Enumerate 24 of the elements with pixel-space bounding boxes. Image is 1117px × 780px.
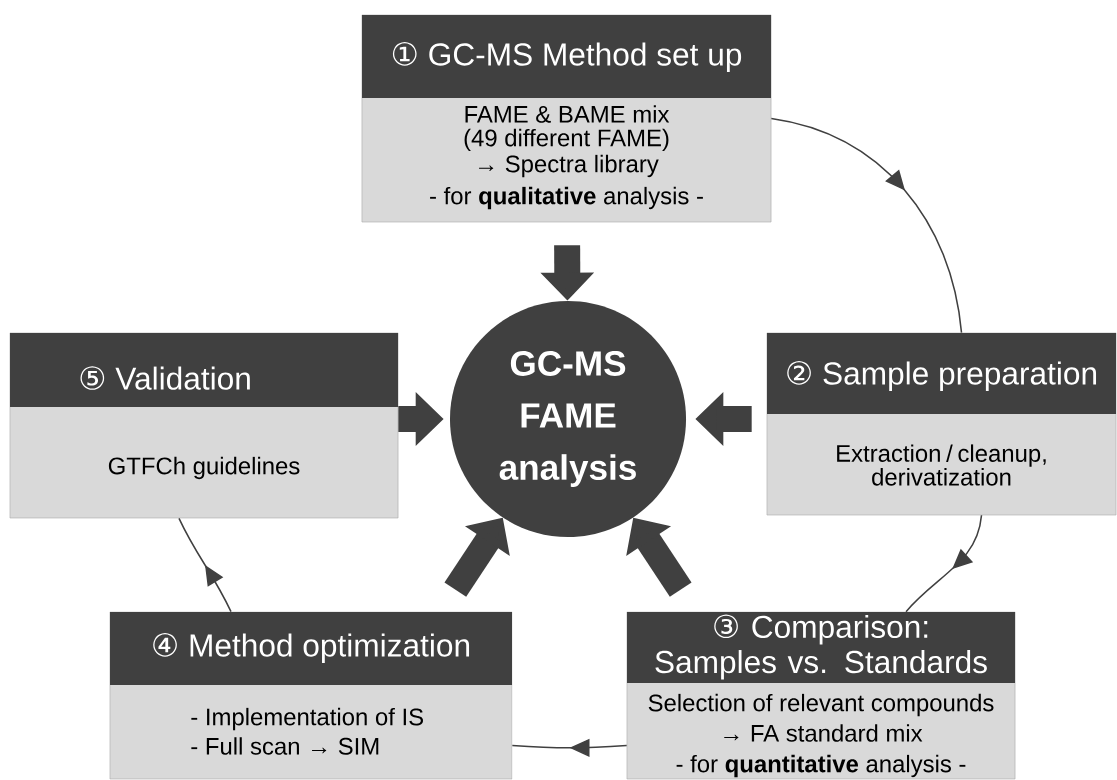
cycle-arrow	[178, 517, 232, 613]
cycle-arrow	[905, 514, 983, 613]
step-text: GTFCh guidelines	[108, 456, 300, 480]
step-box	[626, 611, 1016, 780]
step-heading: ④ Method optimization	[153, 633, 470, 663]
step-box	[109, 611, 513, 780]
step-text: FAME & BAME mix	[465, 105, 670, 123]
step-text: - for qualitative analysis -	[430, 186, 703, 210]
step-heading: ② Sample preparation	[787, 361, 1096, 391]
step-text: - Implementation of IS	[191, 707, 423, 731]
step-box	[9, 332, 399, 519]
step-text: - Full scan → SIM	[191, 737, 379, 755]
step-heading: ⑤ Validation	[80, 366, 250, 390]
step-box	[361, 14, 772, 223]
step-text: → FA standard mix	[724, 724, 923, 742]
step-box	[766, 332, 1117, 516]
step-text: Extraction / cleanup, derivatization	[837, 444, 1046, 486]
step-text: → Spectra library	[479, 154, 659, 178]
step-text: (49 different FAME)	[464, 128, 669, 152]
step-text: Selection of relevant compounds	[648, 693, 994, 717]
step-heading: ① GC-MS Method set up	[392, 42, 742, 72]
step-heading: ③ Comparison: Samples vs. Standards	[655, 614, 987, 680]
step-text: - for quantitative analysis -	[676, 754, 966, 778]
cycle-arrow	[770, 117, 963, 334]
